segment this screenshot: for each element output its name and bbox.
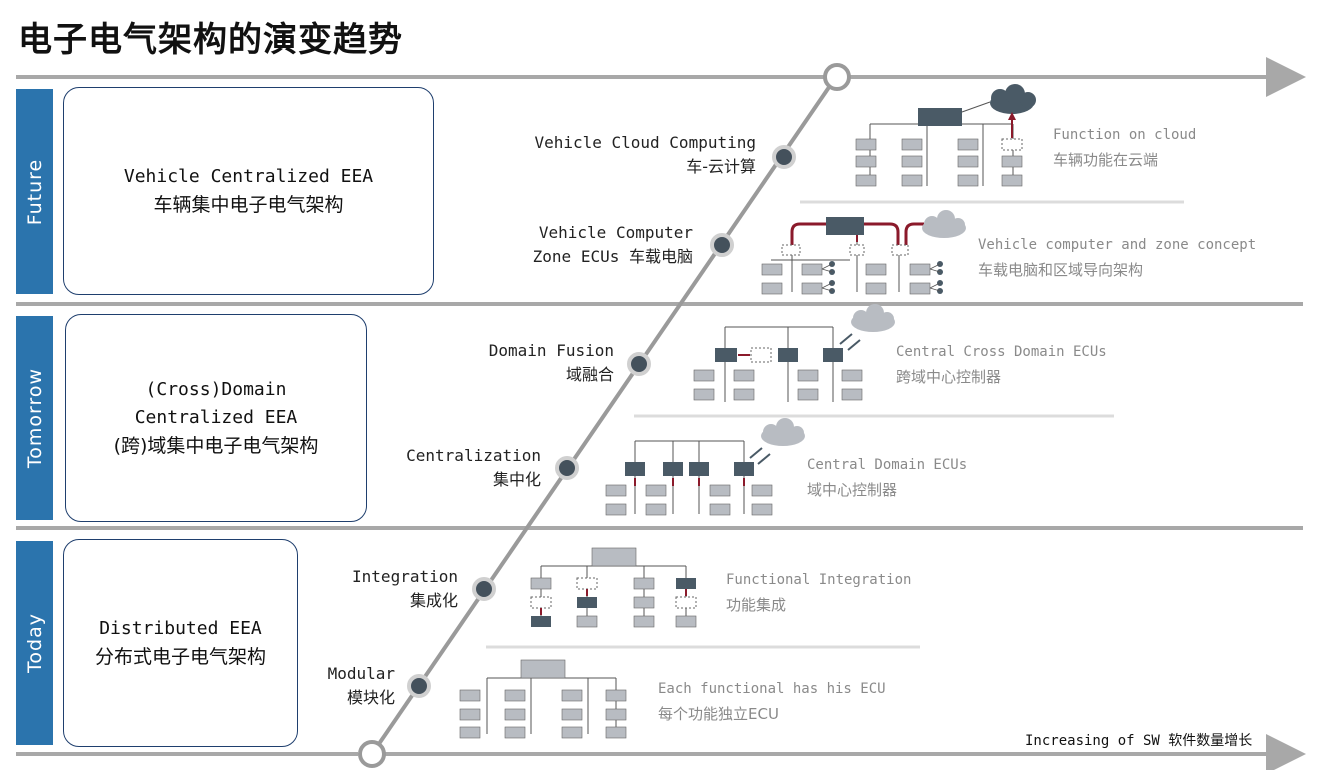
axis-label: Increasing of SW 软件数量增长 xyxy=(1025,733,1253,749)
stage-node-modular xyxy=(407,674,431,698)
era-box-tomorrow-line2: Centralized EEA xyxy=(134,407,298,428)
era-box-future-line1: Vehicle Centralized EEA xyxy=(123,166,374,187)
era-box-today-line2: 分布式电子电气架构 xyxy=(94,646,266,668)
stage-label-cloud: Vehicle Cloud Computing 车-云计算 xyxy=(534,133,756,176)
stage-desc-integration: Functional Integration 功能集成 xyxy=(726,572,912,614)
trend-start-node xyxy=(358,740,386,768)
stage-desc-vehicle-computer: Vehicle computer and zone concept 车载电脑和区… xyxy=(978,237,1257,279)
stage-desc-centralization: Central Domain ECUs 域中心控制器 xyxy=(807,457,968,499)
stage-node-centralization xyxy=(555,456,579,480)
era-band-today: Today xyxy=(16,541,53,745)
stage-node-cloud xyxy=(772,145,796,169)
era-box-future: Vehicle Centralized EEA 车辆集中电子电气架构 xyxy=(63,87,434,295)
era-box-tomorrow-line1: (Cross)Domain xyxy=(145,379,287,400)
era-box-future-line2: 车辆集中电子电气架构 xyxy=(153,194,344,216)
stage-node-domain-fusion xyxy=(627,352,651,376)
era-box-tomorrow: (Cross)Domain Centralized EEA (跨)域集中电子电气… xyxy=(65,314,367,522)
stage-desc-cloud: Function on cloud 车辆功能在云端 xyxy=(1053,127,1197,169)
era-band-tomorrow: Tomorrow xyxy=(16,316,53,520)
era-box-today-line1: Distributed EEA xyxy=(99,618,262,639)
stage-desc-modular: Each functional has his ECU 每个功能独立ECU xyxy=(658,681,886,723)
stage-desc-domain-fusion: Central Cross Domain ECUs 跨域中心控制器 xyxy=(896,344,1107,386)
page-title: 电子电气架构的演变趋势 xyxy=(18,20,403,60)
era-box-tomorrow-line3: (跨)域集中电子电气架构 xyxy=(113,435,319,457)
era-band-future: Future xyxy=(16,89,53,294)
stage-label-integration: Integration 集成化 xyxy=(352,567,458,610)
stage-label-domain-fusion: Domain Fusion 域融合 xyxy=(488,341,614,384)
trend-line xyxy=(370,75,838,756)
diagram-cloud xyxy=(869,116,1014,186)
stage-node-integration xyxy=(472,577,496,601)
stage-label-modular: Modular 模块化 xyxy=(327,664,395,707)
stage-node-vehicle-computer xyxy=(710,233,734,257)
era-box-today: Distributed EEA 分布式电子电气架构 xyxy=(63,539,298,747)
trend-end-node xyxy=(823,63,851,91)
stage-label-vehicle-computer: Vehicle Computer Zone ECUs 车载电脑 xyxy=(532,223,693,266)
stage-label-centralization: Centralization 集中化 xyxy=(406,446,541,489)
